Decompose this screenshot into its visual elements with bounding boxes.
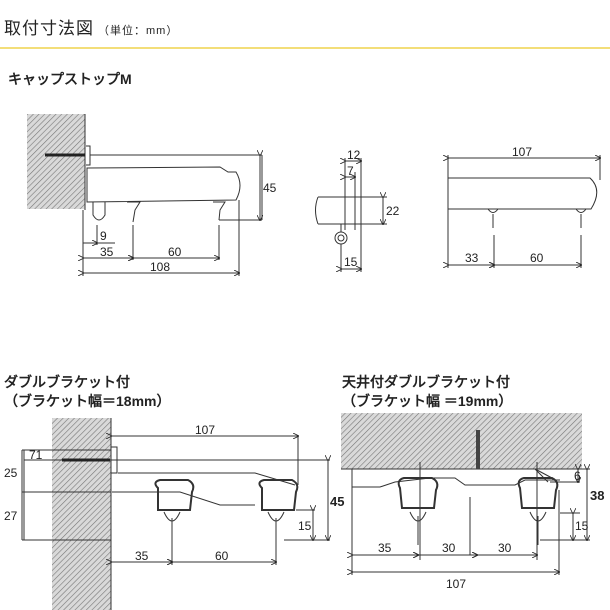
cap-stop-front-view bbox=[448, 155, 600, 268]
ceiling-bracket-subtitle: （ブラケット幅 ＝19mm） bbox=[342, 393, 513, 409]
double-bracket-title: ダブルブラケット付 bbox=[4, 374, 130, 390]
cap-stop-end-view bbox=[315, 158, 387, 272]
dim-30-a: 30 bbox=[442, 541, 456, 555]
section-title-cap-stop: キャップストップM bbox=[8, 71, 132, 87]
dim-15: 15 bbox=[575, 519, 589, 533]
dim-108: 108 bbox=[150, 260, 170, 274]
page-title: 取付寸法図 （単位：mm） bbox=[4, 14, 178, 39]
dim-107: 107 bbox=[195, 423, 215, 437]
cap-stop-side-view bbox=[27, 114, 262, 276]
dim-60: 60 bbox=[215, 549, 229, 563]
dim-25: 25 bbox=[4, 466, 18, 480]
double-bracket-subtitle: （ブラケット幅＝18mm） bbox=[4, 393, 171, 409]
wall-hatch bbox=[52, 418, 111, 610]
dim-71: 71 bbox=[29, 448, 43, 462]
ceiling-bracket-title: 天井付ダブルブラケット付 bbox=[342, 374, 510, 390]
title-text: 取付寸法図 bbox=[4, 19, 94, 38]
dim-38: 38 bbox=[590, 488, 604, 503]
dim-15: 15 bbox=[298, 519, 312, 533]
dim-107: 107 bbox=[446, 577, 466, 591]
unit-label: （単位：mm） bbox=[98, 25, 179, 37]
wall-hatch bbox=[27, 114, 85, 209]
dim-45: 45 bbox=[263, 181, 277, 195]
dim-35: 35 bbox=[135, 549, 149, 563]
dim-107-front: 107 bbox=[512, 145, 532, 159]
dim-15: 15 bbox=[344, 255, 358, 269]
section-title-double-bracket: ダブルブラケット付 （ブラケット幅＝18mm） bbox=[4, 373, 170, 411]
dim-27: 27 bbox=[4, 509, 18, 523]
dim-33: 33 bbox=[465, 251, 479, 265]
dim-12: 12 bbox=[347, 148, 361, 162]
ceiling-hatch bbox=[341, 413, 582, 469]
dim-22: 22 bbox=[386, 204, 400, 218]
ceiling-bracket-drawing bbox=[341, 413, 590, 575]
dim-35: 35 bbox=[100, 245, 114, 259]
dim-9: 9 bbox=[100, 229, 107, 243]
dim-60: 60 bbox=[168, 245, 182, 259]
double-bracket-drawing bbox=[21, 418, 330, 610]
dim-30-b: 30 bbox=[498, 541, 512, 555]
dim-35: 35 bbox=[378, 541, 392, 555]
dim-6: 6 bbox=[574, 469, 581, 483]
dim-45: 45 bbox=[330, 494, 344, 509]
section-title-ceiling-double-bracket: 天井付ダブルブラケット付 （ブラケット幅 ＝19mm） bbox=[342, 373, 512, 411]
header-divider bbox=[0, 47, 610, 49]
dim-60-front: 60 bbox=[530, 251, 544, 265]
dim-7: 7 bbox=[347, 164, 354, 178]
